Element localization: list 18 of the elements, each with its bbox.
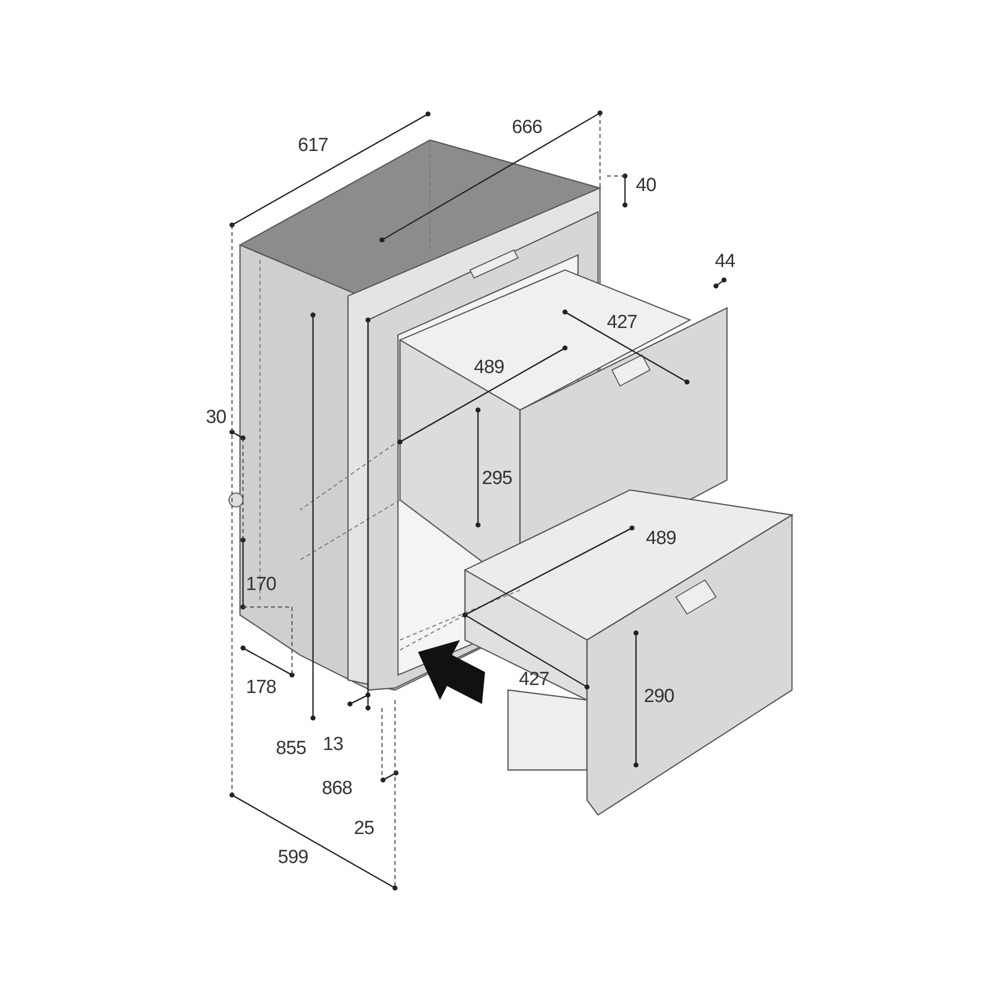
dimension-label: 427 [606,312,638,334]
dimension-label: 178 [246,677,276,699]
dimension-label: 295 [482,468,512,490]
dimension-label: 44 [714,251,736,273]
dimension-label: 170 [246,574,276,596]
dimension-label: 489 [474,357,504,379]
dimension-label: 427 [518,669,550,691]
dimension-label: 855 [276,738,306,760]
dimension-label: 599 [278,847,308,869]
dimension-label: 13 [322,734,344,756]
dimension-label: 40 [636,175,656,197]
dimension-label: 30 [206,407,226,429]
dimension-label: 290 [644,686,674,708]
dimension-label: 25 [354,818,374,840]
dimension-label: 666 [512,117,542,139]
dimension-label: 489 [646,528,676,550]
dimension-label: 617 [298,135,328,157]
dimension-label: 868 [322,778,352,800]
